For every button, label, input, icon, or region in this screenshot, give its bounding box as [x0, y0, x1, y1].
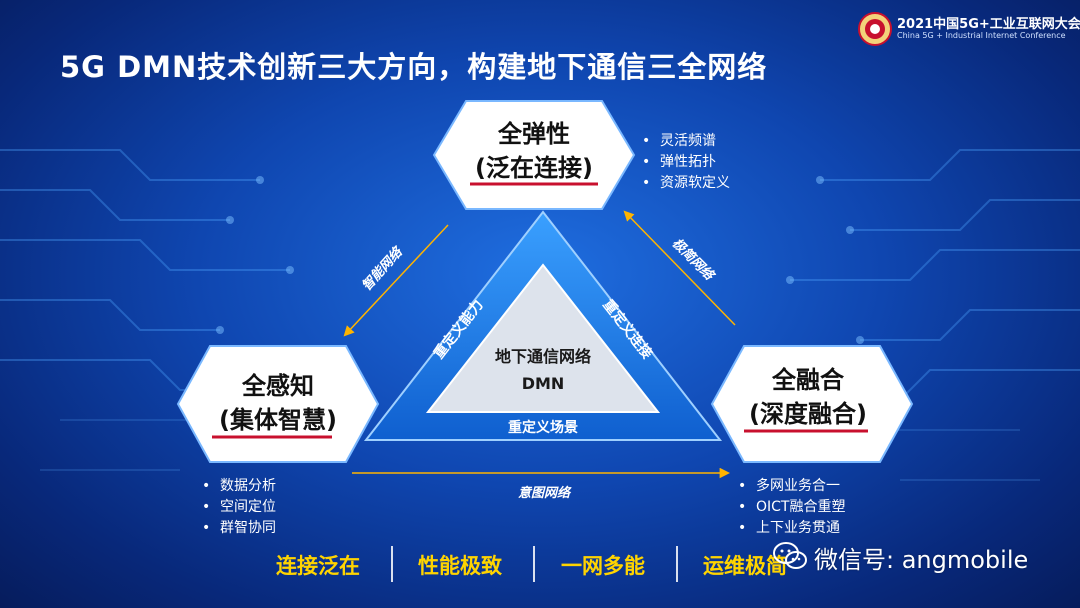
list-item: 空间定位 — [198, 497, 276, 518]
bottom-divider — [676, 546, 678, 582]
triangle-bottom-label: 重定义场景 — [508, 419, 578, 436]
list-item: 资源软定义 — [638, 173, 730, 194]
wechat-icon — [773, 542, 807, 569]
watermark-text: 微信号: angmobile — [814, 546, 1029, 574]
center-title: 地下通信网络 — [495, 347, 591, 366]
conference-logo-icon — [858, 12, 892, 46]
arrow-left-label: 智能网络 — [359, 243, 407, 294]
list-item: 数据分析 — [198, 476, 276, 497]
conference-name: 2021中国5G+工业互联网大会 — [897, 17, 1080, 32]
bottom-divider — [533, 546, 535, 582]
list-item: 群智协同 — [198, 518, 276, 539]
node-right-subtitle: (深度融合) — [749, 400, 867, 428]
inner-triangle — [425, 263, 661, 413]
list-item: 多网业务合一 — [734, 476, 845, 497]
bottom-item-4: 运维极简 — [703, 554, 787, 578]
bottom-item-1: 连接泛在 — [276, 554, 360, 578]
bullets-top: 灵活频谱 弹性拓扑 资源软定义 — [638, 131, 730, 194]
node-top-title: 全弹性 — [497, 120, 570, 148]
bottom-divider — [391, 546, 393, 582]
list-item: 弹性拓扑 — [638, 152, 730, 173]
bottom-item-2: 性能极致 — [418, 554, 502, 578]
bullets-left: 数据分析 空间定位 群智协同 — [198, 476, 276, 539]
conference-name-en: China 5G + Industrial Internet Conferenc… — [897, 31, 1066, 40]
bottom-item-3: 一网多能 — [561, 554, 645, 578]
list-item: 灵活频谱 — [638, 131, 730, 152]
arrow-left — [343, 224, 449, 337]
node-left-title: 全感知 — [241, 372, 314, 400]
arrow-bottom-label: 意图网络 — [518, 485, 572, 501]
bullets-right: 多网业务合一 OICT融合重塑 上下业务贯通 — [734, 476, 845, 539]
list-item: OICT融合重塑 — [734, 497, 845, 518]
arrow-right-label: 极简网络 — [669, 235, 718, 284]
node-right-hexagon — [710, 345, 914, 463]
center-subtitle: DMN — [522, 374, 565, 393]
arrow-right — [623, 210, 736, 326]
page-title: 5G DMN技术创新三大方向，构建地下通信三全网络 — [60, 50, 768, 84]
node-right-title: 全融合 — [771, 366, 845, 394]
list-item: 上下业务贯通 — [734, 518, 845, 539]
node-top-subtitle: (泛在连接) — [475, 154, 593, 182]
node-left-subtitle: (集体智慧) — [219, 406, 337, 434]
node-left-hexagon — [176, 345, 380, 463]
node-top-hexagon — [432, 100, 636, 210]
